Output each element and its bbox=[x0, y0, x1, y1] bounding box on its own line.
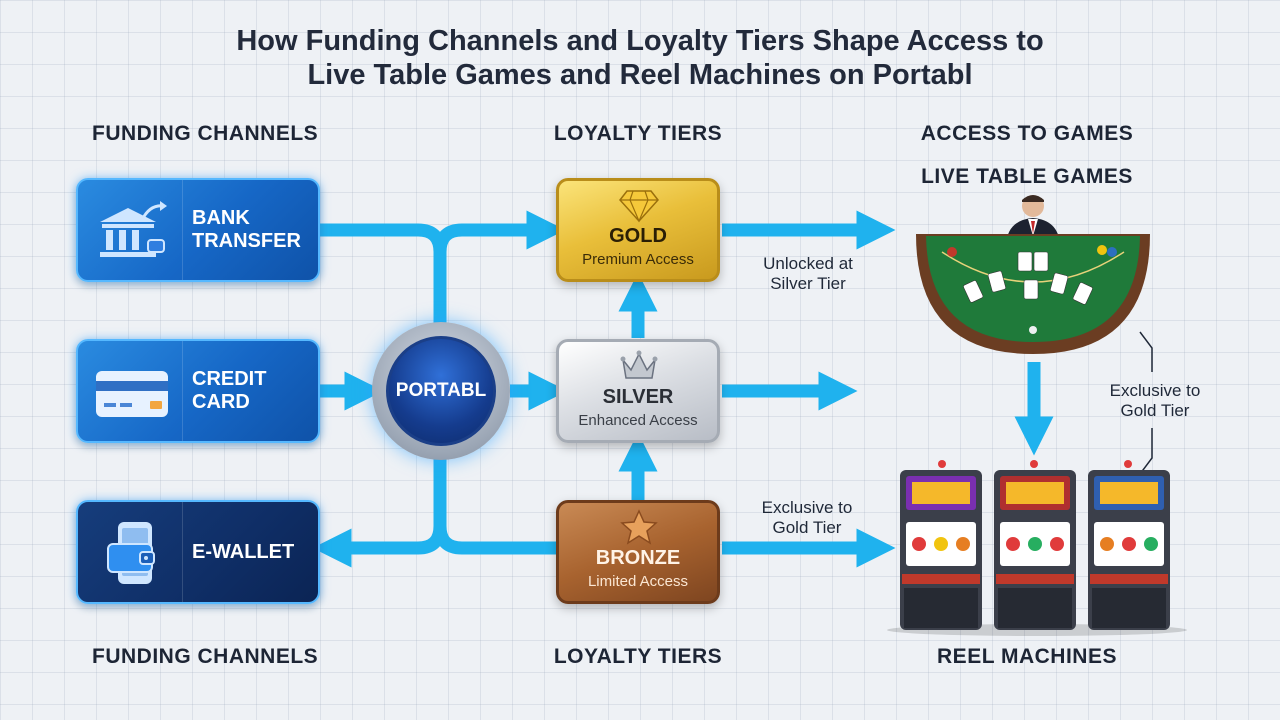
arrow-bank-to-gold bbox=[320, 230, 546, 326]
diagram-title: How Funding Channels and Loyalty Tiers S… bbox=[120, 24, 1160, 92]
blackjack-table-illustration bbox=[916, 195, 1150, 354]
live-table-games-heading: LIVE TABLE GAMES bbox=[921, 165, 1133, 188]
crown-icon bbox=[620, 350, 658, 379]
bank-transfer-card[interactable]: BANK TRANSFER bbox=[76, 178, 320, 282]
loyalty-tiers-footer: LOYALTY TIERS bbox=[553, 645, 723, 668]
bank-transfer-label: BANK TRANSFER bbox=[192, 180, 312, 280]
funding-channels-heading: FUNDING CHANNELS bbox=[92, 122, 319, 145]
silver-tier-card[interactable]: SILVER Enhanced Access bbox=[556, 339, 720, 443]
credit-card-line-2: CARD bbox=[192, 391, 250, 413]
note-line: Gold Tier bbox=[772, 518, 842, 537]
exclusive-gold-note-table: Exclusive to Gold Tier bbox=[1092, 381, 1218, 421]
gold-tier-subtitle: Premium Access bbox=[582, 251, 694, 268]
loyalty-tiers-heading: LOYALTY TIERS bbox=[553, 122, 723, 145]
credit-card-line-1: CREDIT bbox=[192, 368, 267, 390]
portabl-hub[interactable]: PORTABL bbox=[372, 322, 510, 460]
exclusive-gold-note-reels: Exclusive to Gold Tier bbox=[744, 498, 870, 538]
gold-tier-card[interactable]: GOLD Premium Access bbox=[556, 178, 720, 282]
credit-card-label: CREDIT CARD bbox=[192, 341, 312, 441]
diamond-icon bbox=[619, 190, 659, 223]
note-line: Unlocked at bbox=[763, 254, 853, 273]
slot-machine-icon bbox=[994, 460, 1076, 630]
star-icon bbox=[620, 509, 658, 545]
title-line-2: Live Table Games and Reel Machines on Po… bbox=[307, 59, 973, 91]
e-wallet-card[interactable]: E-WALLET bbox=[76, 500, 320, 604]
bracket-exclusive-bottom bbox=[1139, 428, 1153, 475]
credit-card-card[interactable]: CREDIT CARD bbox=[76, 339, 320, 443]
access-to-games-heading: ACCESS TO GAMES bbox=[920, 122, 1134, 145]
credit-card-icon bbox=[96, 371, 168, 417]
slot-machines-illustration bbox=[887, 460, 1187, 636]
silver-tier-name: SILVER bbox=[602, 386, 674, 408]
portabl-hub-label: PORTABL bbox=[386, 336, 496, 446]
card-divider bbox=[182, 180, 183, 280]
e-wallet-line-1: E-WALLET bbox=[192, 540, 295, 563]
bronze-tier-subtitle: Limited Access bbox=[587, 573, 689, 590]
note-line: Gold Tier bbox=[1120, 401, 1190, 420]
note-line: Exclusive to bbox=[761, 498, 853, 517]
bank-transfer-line-1: BANK bbox=[192, 207, 250, 229]
note-line: Silver Tier bbox=[770, 274, 846, 293]
bronze-tier-name: BRONZE bbox=[595, 547, 681, 569]
bank-transfer-line-2: TRANSFER bbox=[192, 230, 301, 252]
reel-machines-footer: REEL MACHINES bbox=[937, 645, 1117, 668]
card-divider bbox=[182, 341, 183, 441]
funding-channels-footer: FUNDING CHANNELS bbox=[92, 645, 319, 668]
card-divider bbox=[182, 502, 183, 602]
note-line: Exclusive to bbox=[1109, 381, 1201, 400]
slot-machine-icon bbox=[900, 460, 982, 630]
bronze-tier-card[interactable]: BRONZE Limited Access bbox=[556, 500, 720, 604]
bracket-exclusive-top bbox=[1139, 331, 1153, 372]
slot-machine-icon bbox=[1088, 460, 1170, 630]
arrow-trunk-to-bronze bbox=[433, 525, 556, 555]
unlocked-silver-note: Unlocked at Silver Tier bbox=[744, 254, 872, 294]
bank-icon bbox=[100, 201, 167, 257]
title-line-1: How Funding Channels and Loyalty Tiers S… bbox=[236, 25, 1044, 57]
gold-tier-name: GOLD bbox=[609, 225, 667, 247]
e-wallet-label: E-WALLET bbox=[192, 502, 312, 602]
arrow-hub-to-ewallet bbox=[312, 458, 447, 568]
wallet-icon bbox=[107, 522, 155, 584]
silver-tier-subtitle: Enhanced Access bbox=[578, 412, 698, 429]
